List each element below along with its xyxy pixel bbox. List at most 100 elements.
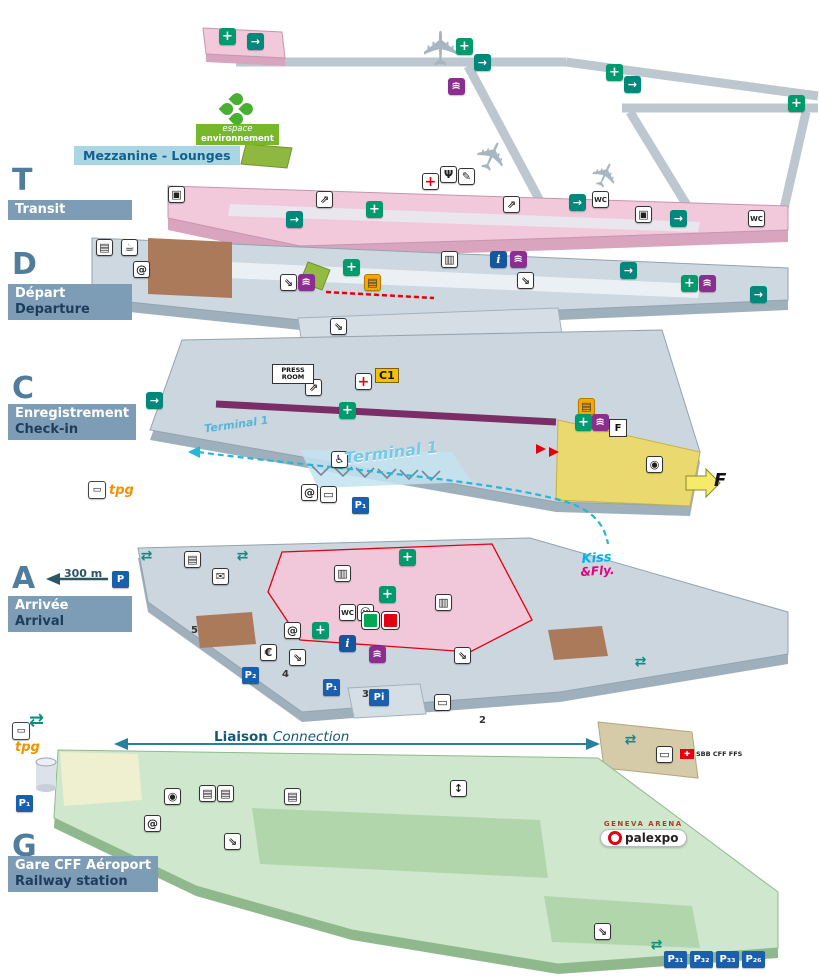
exit-icon: →	[620, 262, 637, 279]
door-number: 2	[479, 715, 486, 726]
level-departure-en: Departure	[15, 302, 90, 317]
arrows-icon: ⇄	[634, 653, 647, 670]
car-icon: ▭	[320, 486, 337, 503]
sbb-logo: ✚ SBB CFF FFS	[680, 749, 742, 759]
level-railway-en: Railway station	[15, 874, 128, 889]
level-label-departure: Départ Departure	[8, 284, 132, 320]
door-number: 4	[282, 669, 289, 680]
escalator-icon: ⇘	[280, 274, 297, 291]
level-label-transit: Transit	[8, 200, 132, 220]
first-aid-icon: +	[399, 549, 416, 566]
toilets-icon: WC	[592, 191, 609, 208]
wheelchair-icon: ♿	[331, 451, 348, 468]
exit-icon: →	[247, 33, 264, 50]
gate-icon: ▥	[441, 251, 458, 268]
exit-icon: →	[750, 286, 767, 303]
lift-icon: ↕	[450, 780, 467, 797]
level-checkin-fr: Enregistrement	[15, 406, 130, 421]
red-cross-icon: +	[422, 173, 439, 190]
level-letter-transit: T	[12, 163, 33, 198]
exit-icon: →	[146, 392, 163, 409]
kiss-and-fly-logo: Kiss &Fly.	[579, 550, 615, 580]
document-icon: ▥	[435, 594, 452, 611]
mail-icon: ✉	[212, 568, 229, 585]
parking-icon: P₃₃	[716, 951, 739, 968]
level-checkin-en: Check-in	[15, 422, 79, 437]
door-number: 3	[362, 689, 369, 700]
liaison-en: Connection	[272, 729, 350, 745]
gate-f-icon: F	[609, 419, 627, 437]
exit-icon: →	[569, 194, 586, 211]
photo-icon: ◉	[164, 788, 181, 805]
level-label-railway: Gare CFF Aéroport Railway station	[8, 856, 159, 892]
escalator-icon: ⇘	[594, 923, 611, 940]
first-aid-icon: +	[366, 201, 383, 218]
first-aid-icon: +	[219, 28, 236, 45]
escalator-icon: ⇘	[330, 318, 347, 335]
parking-icon: P₂	[242, 667, 259, 684]
level-arrival-en: Arrival	[15, 614, 65, 629]
escalator-icon: ⇘	[517, 272, 534, 289]
first-aid-icon: +	[681, 275, 698, 292]
parking-icon: P₃₂	[690, 951, 713, 968]
parking-icon: P₂₆	[742, 951, 765, 968]
tpg-logo-checkin: ▭ tpg	[88, 481, 134, 499]
arrows-icon: ⇄	[236, 547, 249, 564]
parking-icon: P₁	[352, 497, 369, 514]
level-arrival-fr: Arrivée	[15, 598, 69, 613]
first-aid-icon: +	[343, 259, 360, 276]
level-letter-arrival: A	[12, 561, 36, 596]
level-letter-departure: D	[12, 247, 37, 282]
bus-icon: ▭	[12, 722, 30, 740]
exchange-icon: €	[260, 644, 277, 661]
palexpo-label: palexpo	[625, 831, 679, 845]
wifi-icon: )))	[699, 275, 716, 292]
kissfly-line2: &Fly.	[579, 562, 615, 580]
first-aid-icon: +	[456, 38, 473, 55]
wifi-icon: )))	[510, 251, 527, 268]
arrows-icon: ⇄	[650, 936, 663, 953]
first-aid-icon: +	[606, 64, 623, 81]
level-transit-name: Transit	[15, 202, 66, 217]
clover-icon	[219, 90, 256, 128]
arrows-icon: ⇄	[140, 547, 153, 564]
press-room-box: PRESS ROOM	[272, 364, 314, 384]
info-icon: i	[490, 251, 507, 268]
internet-icon: @	[133, 261, 150, 278]
c1-label: C1	[375, 368, 399, 383]
sbb-label: SBB CFF FFS	[696, 750, 743, 758]
espace-line1: espace	[222, 124, 253, 134]
ticket-machine-icon: ▤	[217, 785, 234, 802]
customs-red-icon	[381, 611, 400, 630]
tpg-logo-station: ▭ tpg	[12, 722, 40, 755]
tpg-label: tpg	[109, 482, 134, 498]
first-aid-icon: +	[339, 402, 356, 419]
door-number: 5	[191, 625, 198, 636]
restaurant-icon: Ψ	[440, 166, 457, 183]
arrows-icon: ⇄	[624, 731, 637, 748]
document-icon: ▥	[334, 565, 351, 582]
train-icon: ▭	[656, 746, 673, 763]
exit-icon: →	[286, 211, 303, 228]
red-cross-icon: +	[355, 373, 372, 390]
level-railway-fr: Gare CFF Aéroport	[15, 858, 152, 873]
toilets-icon: WC	[339, 604, 356, 621]
escalator-icon: ⇘	[224, 833, 241, 850]
internet-icon: @	[144, 815, 161, 832]
parking-direction-icon: P	[112, 571, 129, 588]
internet-icon: @	[284, 622, 301, 639]
info-icon: i	[339, 635, 356, 652]
first-aid-icon: +	[788, 95, 805, 112]
palexpo-logo: GENEVA ARENA palexpo	[600, 820, 687, 847]
reception-icon: ◉	[646, 456, 663, 473]
internet-icon: @	[301, 484, 318, 501]
stairs-icon: ⇗	[503, 196, 520, 213]
palexpo-ring-icon	[608, 831, 622, 845]
wifi-icon: )))	[448, 78, 465, 95]
ticket-machine-icon: ▤	[199, 785, 216, 802]
level-label-checkin: Enregistrement Check-in	[8, 404, 137, 440]
exit-icon: →	[670, 210, 687, 227]
arrows-icon: ⇄	[28, 710, 45, 731]
